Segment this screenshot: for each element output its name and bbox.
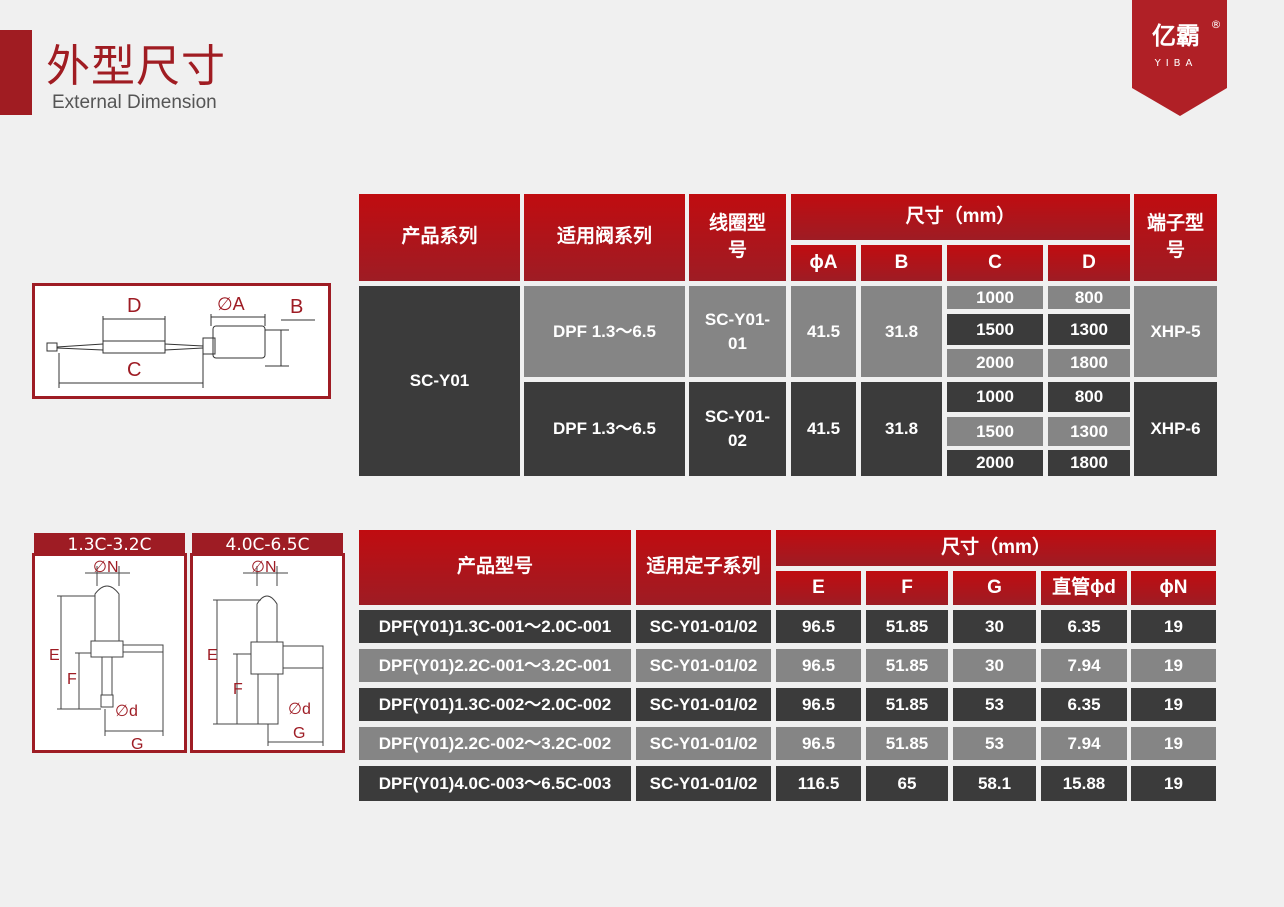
- pipe-d-cell: 7.94: [1041, 649, 1127, 682]
- valve-cell: DPF 1.3～6.5: [524, 382, 685, 476]
- e-cell: 96.5: [776, 688, 861, 721]
- valve-cell: DPF 1.3～6.5: [524, 286, 685, 377]
- c-cell: 1500: [947, 417, 1043, 446]
- label-c: C: [127, 359, 141, 381]
- terminal-cell: XHP-5: [1134, 286, 1217, 377]
- n-cell: 19: [1131, 610, 1216, 643]
- title-accent-bar: [0, 30, 32, 115]
- header-stator: 适用定子系列: [636, 530, 771, 605]
- pipe-d-cell: 6.35: [1041, 688, 1127, 721]
- label-d: ∅d: [288, 701, 311, 718]
- valve-large-diagram: ∅N E F ∅d G: [190, 553, 345, 753]
- label-a: ∅A: [217, 294, 245, 314]
- model-cell: DPF(Y01)1.3C-002～2.0C-002: [359, 688, 631, 721]
- coil-cell: SC-Y01-02: [689, 382, 786, 476]
- header-g: G: [953, 571, 1036, 605]
- n-cell: 19: [1131, 727, 1216, 760]
- f-cell: 51.85: [866, 649, 948, 682]
- d-cell: 1300: [1048, 314, 1130, 345]
- g-cell: 53: [953, 727, 1036, 760]
- label-n: ∅N: [251, 559, 277, 576]
- coil-dimension-diagram: D ∅A B C: [32, 283, 331, 399]
- model-cell: DPF(Y01)2.2C-001～3.2C-001: [359, 649, 631, 682]
- d-cell: 1800: [1048, 450, 1130, 476]
- b-cell: 31.8: [861, 382, 942, 476]
- c-cell: 1000: [947, 382, 1043, 412]
- header-valve: 适用阀系列: [524, 194, 685, 281]
- header-b: B: [861, 245, 942, 281]
- label-g: G: [131, 736, 143, 750]
- label-b: B: [290, 296, 303, 318]
- c-cell: 1000: [947, 286, 1043, 309]
- f-cell: 51.85: [866, 727, 948, 760]
- stator-cell: SC-Y01-01/02: [636, 766, 771, 801]
- svg-text:YIBA: YIBA: [1154, 58, 1198, 69]
- a-cell: 41.5: [791, 382, 856, 476]
- page-subtitle: External Dimension: [52, 92, 217, 113]
- yiba-logo: 亿霸 ® YIBA: [1132, 0, 1227, 116]
- d-cell: 800: [1048, 382, 1130, 412]
- model-cell: DPF(Y01)1.3C-001～2.0C-001: [359, 610, 631, 643]
- stator-cell: SC-Y01-01/02: [636, 688, 771, 721]
- valve-small-diagram: ∅N E F ∅d G: [32, 553, 187, 753]
- stator-cell: SC-Y01-01/02: [636, 610, 771, 643]
- d-cell: 1800: [1048, 349, 1130, 377]
- coil-cell: SC-Y01-01: [689, 286, 786, 377]
- header-pipe-d: 直管ϕd: [1041, 571, 1127, 605]
- header-e: E: [776, 571, 861, 605]
- c-cell: 1500: [947, 314, 1043, 345]
- header-dimension: 尺寸（mm）: [776, 530, 1216, 566]
- label-f: F: [233, 681, 243, 698]
- series-cell: SC-Y01: [359, 286, 520, 476]
- label-e: E: [207, 647, 218, 664]
- g-cell: 30: [953, 610, 1036, 643]
- header-model: 产品型号: [359, 530, 631, 605]
- label-n: ∅N: [93, 559, 119, 576]
- e-cell: 96.5: [776, 727, 861, 760]
- header-series: 产品系列: [359, 194, 520, 281]
- header-coil: 线圈型号: [689, 194, 786, 281]
- stator-cell: SC-Y01-01/02: [636, 727, 771, 760]
- a-cell: 41.5: [791, 286, 856, 377]
- label-d: ∅d: [115, 703, 138, 720]
- c-cell: 2000: [947, 450, 1043, 476]
- c-cell: 2000: [947, 349, 1043, 377]
- f-cell: 51.85: [866, 688, 948, 721]
- terminal-cell: XHP-6: [1134, 382, 1217, 476]
- svg-text:亿霸: 亿霸: [1152, 22, 1200, 50]
- e-cell: 116.5: [776, 766, 861, 801]
- d-cell: 1300: [1048, 417, 1130, 446]
- header-n: ϕN: [1131, 571, 1216, 605]
- header-terminal: 端子型号: [1134, 194, 1217, 281]
- pipe-d-cell: 7.94: [1041, 727, 1127, 760]
- g-cell: 30: [953, 649, 1036, 682]
- header-c: C: [947, 245, 1043, 281]
- n-cell: 19: [1131, 649, 1216, 682]
- header-dimension: 尺寸（mm）: [791, 194, 1130, 240]
- svg-text:®: ®: [1211, 18, 1222, 31]
- header-a: ϕA: [791, 245, 856, 281]
- label-f: F: [67, 671, 77, 688]
- label-e: E: [49, 647, 60, 664]
- pipe-d-cell: 6.35: [1041, 610, 1127, 643]
- pipe-d-cell: 15.88: [1041, 766, 1127, 801]
- header-d: D: [1048, 245, 1130, 281]
- e-cell: 96.5: [776, 649, 861, 682]
- label-g: G: [293, 725, 305, 742]
- f-cell: 65: [866, 766, 948, 801]
- header-f: F: [866, 571, 948, 605]
- f-cell: 51.85: [866, 610, 948, 643]
- n-cell: 19: [1131, 766, 1216, 801]
- model-cell: DPF(Y01)4.0C-003～6.5C-003: [359, 766, 631, 801]
- stator-cell: SC-Y01-01/02: [636, 649, 771, 682]
- g-cell: 58.1: [953, 766, 1036, 801]
- label-d: D: [127, 295, 141, 317]
- page-title: 外型尺寸: [46, 41, 226, 92]
- e-cell: 96.5: [776, 610, 861, 643]
- model-cell: DPF(Y01)2.2C-002～3.2C-002: [359, 727, 631, 760]
- n-cell: 19: [1131, 688, 1216, 721]
- d-cell: 800: [1048, 286, 1130, 309]
- b-cell: 31.8: [861, 286, 942, 377]
- g-cell: 53: [953, 688, 1036, 721]
